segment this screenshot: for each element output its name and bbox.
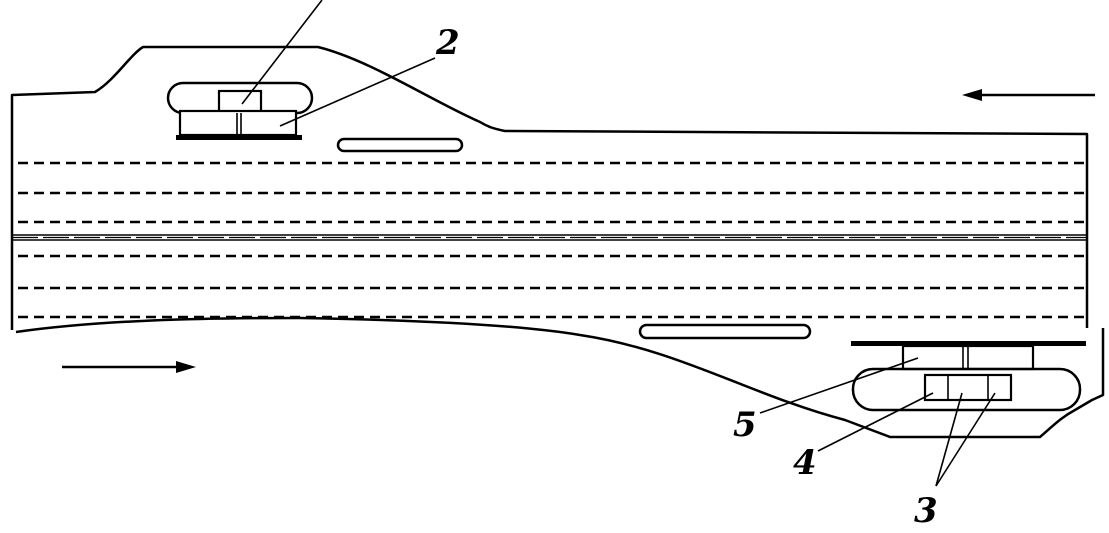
lower-station bbox=[851, 341, 1086, 412]
label-2: 2 bbox=[435, 23, 460, 63]
upper-station bbox=[166, 81, 314, 140]
label-3: 3 bbox=[914, 491, 938, 528]
median-strip bbox=[12, 234, 1087, 241]
label-4: 4 bbox=[793, 443, 817, 483]
lane-markings bbox=[18, 161, 1087, 319]
upper-road-edge bbox=[10, 45, 1089, 330]
lower-slot-marking bbox=[638, 323, 812, 340]
label-5: 5 bbox=[733, 405, 757, 445]
arrow-westbound bbox=[962, 89, 1095, 101]
lower-road-edge bbox=[15, 316, 1105, 439]
arrow-eastbound bbox=[62, 361, 196, 373]
upper-slot-marking bbox=[336, 137, 464, 153]
leader-lines bbox=[241, 0, 996, 487]
